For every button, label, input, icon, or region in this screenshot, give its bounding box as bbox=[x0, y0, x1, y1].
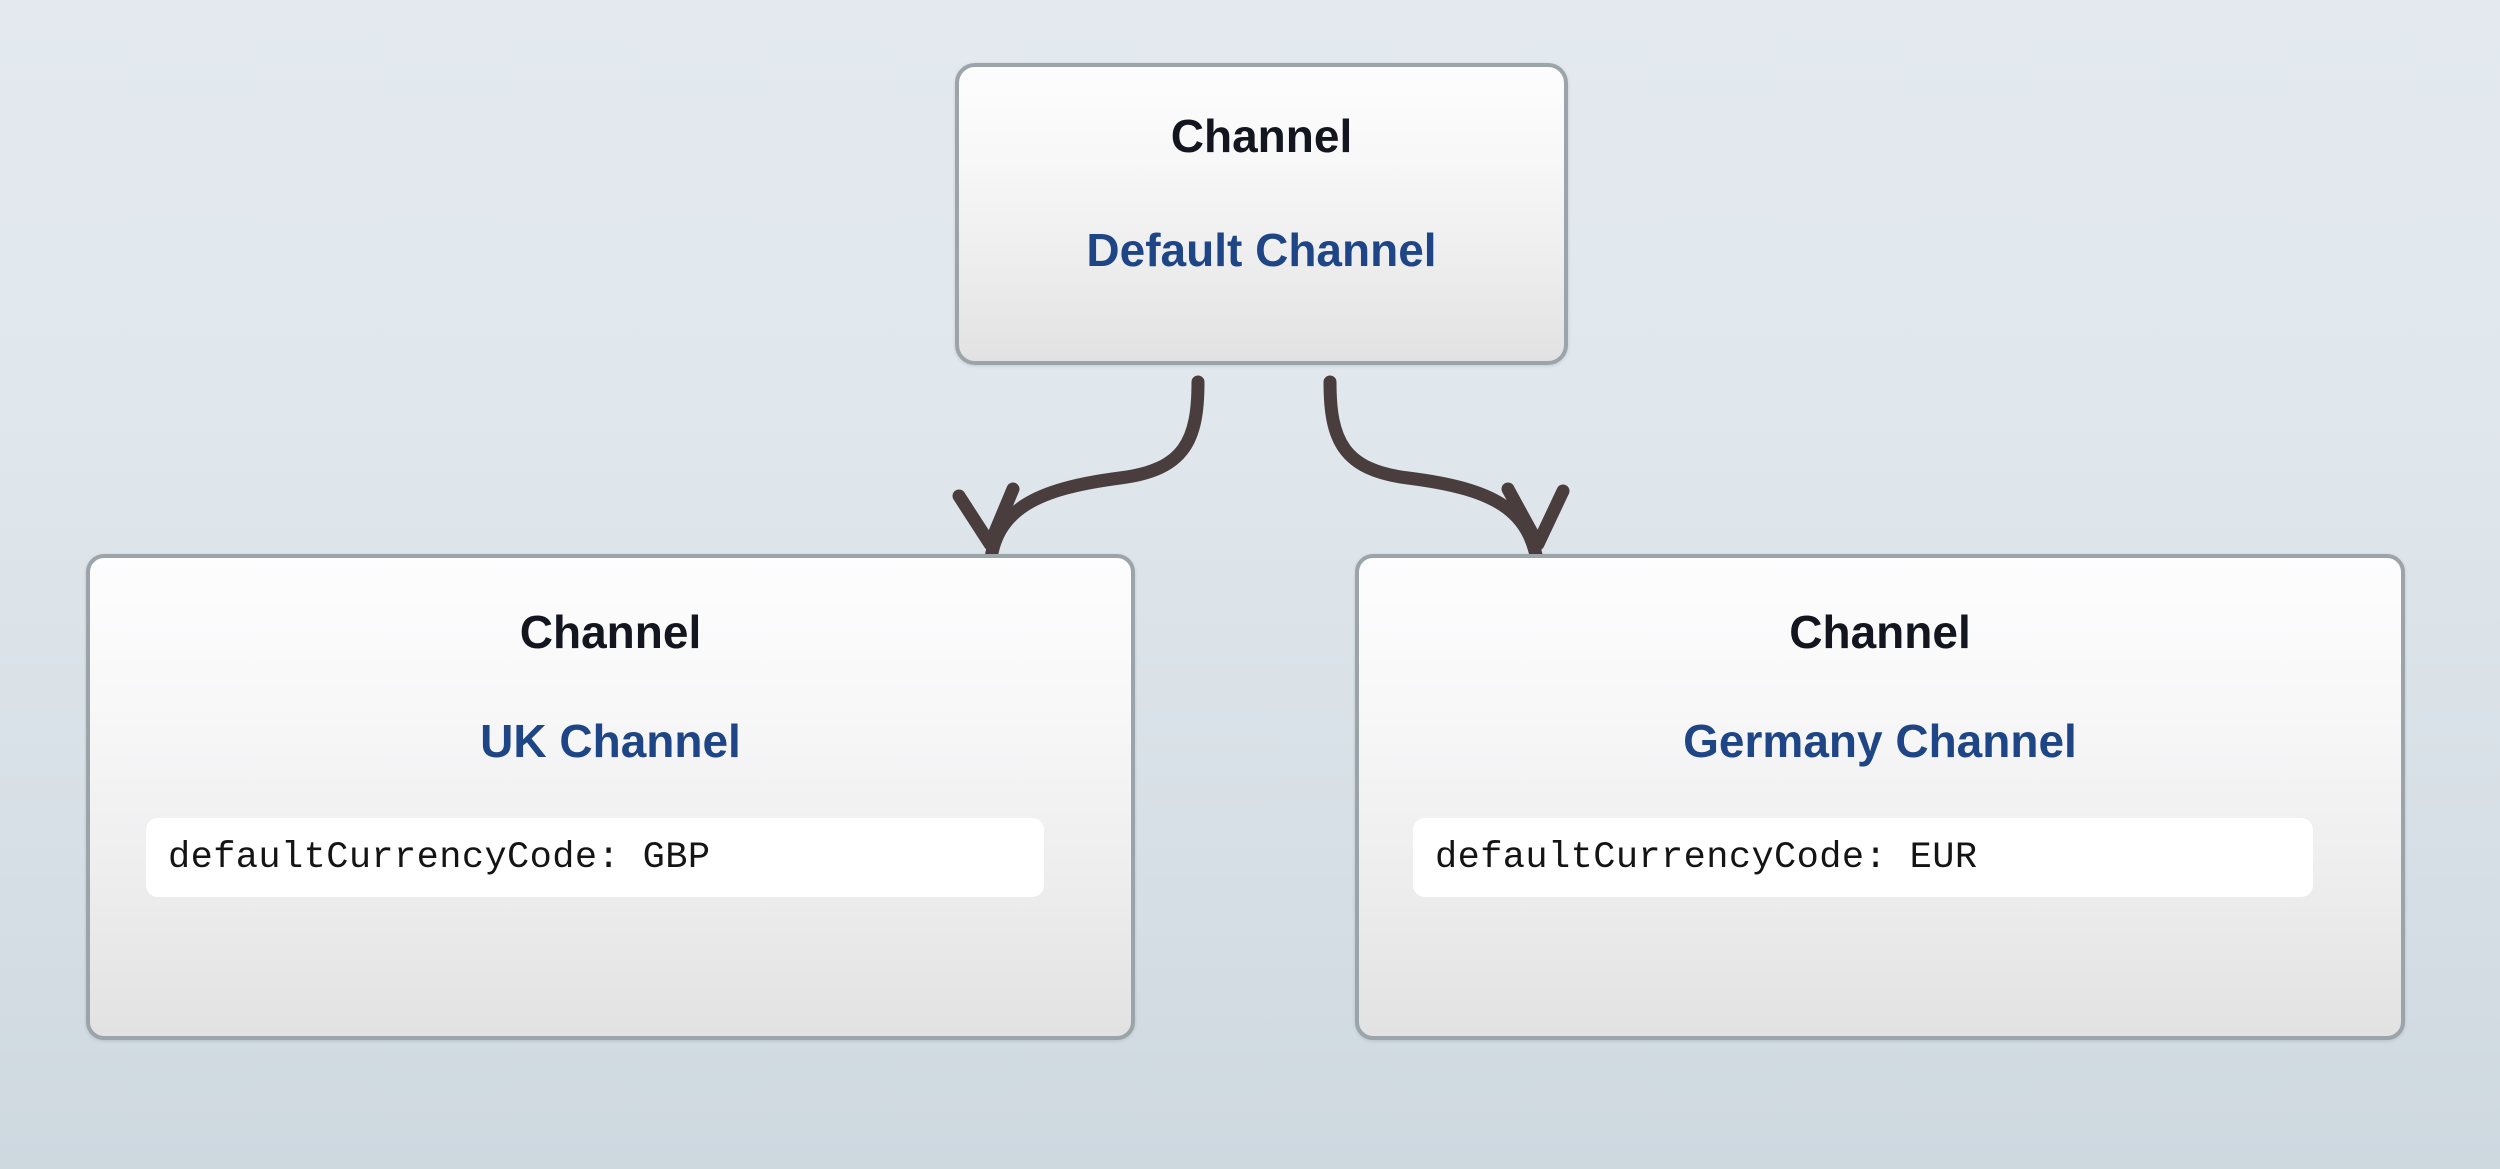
edge-root-to-germany bbox=[1323, 375, 1570, 573]
node-default-channel[interactable]: Channel Default Channel bbox=[955, 63, 1568, 365]
node-type-label: Channel bbox=[519, 606, 702, 658]
node-name-label: UK Channel bbox=[480, 715, 741, 767]
node-germany-channel[interactable]: Channel Germany Channel defaultCurrencyC… bbox=[1355, 554, 2405, 1040]
property-chip-default-currency-code: defaultCurrencyCode: EUR bbox=[1413, 818, 2313, 897]
edge-root-to-uk bbox=[952, 375, 1205, 573]
node-uk-channel[interactable]: Channel UK Channel defaultCurrencyCode: … bbox=[86, 554, 1135, 1040]
node-name-label: Germany Channel bbox=[1683, 715, 2077, 767]
property-chip-default-currency-code: defaultCurrencyCode: GBP bbox=[146, 818, 1044, 897]
node-name-label: Default Channel bbox=[1086, 224, 1437, 276]
node-type-label: Channel bbox=[1170, 110, 1353, 162]
node-type-label: Channel bbox=[1789, 606, 1971, 658]
